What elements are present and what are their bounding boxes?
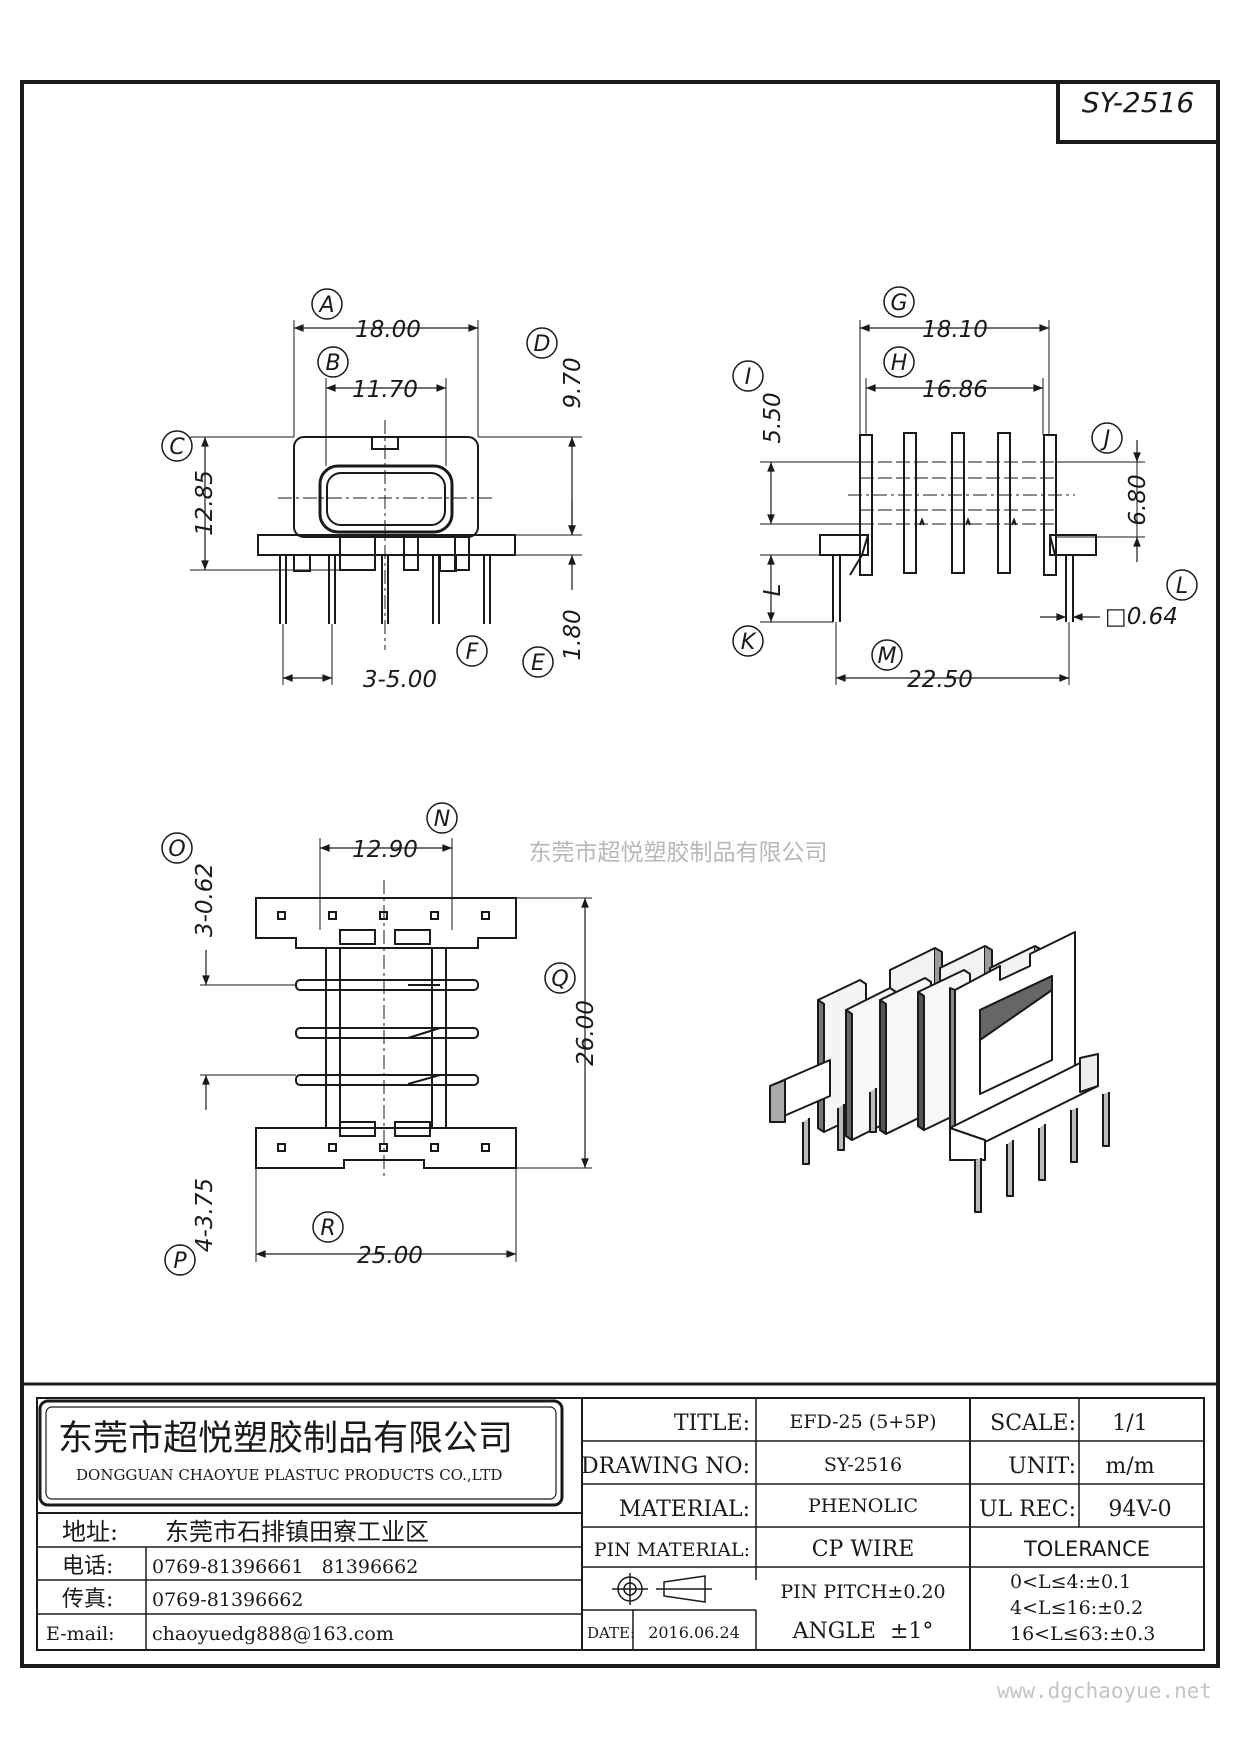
side-view-annotations: G 18.10 H 16.86 I 5.50 J 6.80 K L L □0.6… (732, 286, 1198, 693)
title-value: EFD-25 (5+5P) (790, 1411, 937, 1433)
tolerance-2: 4<L≤16:±0.2 (1010, 1597, 1143, 1619)
label-j: J (1100, 427, 1111, 452)
address-label: 地址: (62, 1518, 118, 1546)
dim-a: 18.00 (355, 317, 421, 343)
dim-d: 9.70 (560, 357, 586, 408)
material-label: MATERIAL: (619, 1497, 750, 1522)
label-l: L (1176, 574, 1188, 599)
dim-m: 22.50 (907, 667, 973, 693)
front-view-annotations: A 18.00 B 11.70 C 12.85 D 9.70 F 3-5.00 … (161, 288, 586, 693)
angle-tolerance: ANGLE ±1° (792, 1619, 934, 1644)
title-label: TITLE: (674, 1411, 750, 1436)
dim-g: 18.10 (922, 317, 988, 343)
watermark: 东莞市超悦塑胶制品有限公司 (529, 840, 828, 866)
phone-label: 电话: (62, 1554, 113, 1579)
ul-value: 94V-0 (1108, 1497, 1171, 1522)
pin-material-label: PIN MATERIAL: (594, 1539, 750, 1561)
dim-q: 26.00 (573, 1000, 599, 1066)
dim-e: 1.80 (560, 609, 586, 660)
scale-value: 1/1 (1112, 1411, 1147, 1436)
label-i: I (745, 365, 752, 390)
material-value: PHENOLIC (808, 1495, 918, 1517)
date-label: DATE: (587, 1624, 635, 1642)
dim-h: 16.86 (922, 377, 988, 403)
bottom-view (200, 838, 592, 1262)
projection-symbol-icon (612, 1573, 712, 1605)
scale-label: SCALE: (990, 1411, 1076, 1436)
label-r: R (320, 1216, 335, 1241)
dim-c: 12.85 (192, 470, 218, 536)
label-e: E (531, 651, 545, 676)
drawing-id-box (1056, 80, 1220, 144)
drawing-no-value: SY-2516 (824, 1454, 902, 1476)
address-value: 东莞市石排镇田寮工业区 (165, 1518, 429, 1546)
bottom-view-annotations: N 12.90 O 3-0.62 Q 26.00 P 4-3.75 R 25.0… (161, 802, 599, 1276)
tolerance-label: TOLERANCE (1023, 1537, 1150, 1561)
front-view (190, 320, 582, 685)
dim-f: 3-5.00 (363, 667, 437, 693)
label-m: M (878, 644, 897, 669)
label-d: D (534, 332, 551, 357)
label-c: C (169, 435, 185, 460)
dim-r: 25.00 (357, 1243, 423, 1269)
email-label: E-mail: (46, 1623, 115, 1645)
label-n: N (434, 807, 450, 832)
pin-pitch: PIN PITCH±0.20 (780, 1581, 945, 1603)
dim-p: 4-3.75 (192, 1178, 218, 1252)
phone-value: 0769-81396661 81396662 (152, 1556, 418, 1578)
fax-label: 传真: (62, 1587, 113, 1612)
dim-l: □0.64 (1105, 604, 1178, 630)
fax-value: 0769-81396662 (152, 1589, 303, 1611)
label-g: G (890, 291, 907, 316)
tolerance-1: 0<L≤4:±0.1 (1010, 1571, 1131, 1593)
isometric-view (769, 931, 1110, 1213)
dim-j: 6.80 (1125, 474, 1151, 525)
dim-i: 5.50 (760, 392, 786, 443)
drawing-id: SY-2516 (1082, 86, 1194, 119)
unit-value: m/m (1105, 1454, 1154, 1479)
date-value: 2016.06.24 (648, 1623, 740, 1642)
footer-url[interactable]: www.dgchaoyue.net (997, 1679, 1212, 1703)
label-o: O (168, 837, 185, 862)
label-p: P (173, 1249, 187, 1274)
company-name-en: DONGGUAN CHAOYUE PLASTUC PRODUCTS CO.,LT… (76, 1466, 502, 1484)
title-block (22, 1382, 1218, 1651)
pin-material-value: CP WIRE (812, 1537, 915, 1562)
company-name-cn: 东莞市超悦塑胶制品有限公司 (58, 1419, 513, 1459)
sheet-border (20, 80, 1220, 1668)
unit-label: UNIT: (1008, 1454, 1076, 1479)
label-f: F (466, 640, 479, 665)
dim-o: 3-0.62 (192, 863, 218, 937)
email-value: chaoyuedg888@163.com (152, 1623, 394, 1645)
dim-k: L (760, 584, 786, 597)
label-k: K (741, 630, 757, 655)
label-q: Q (551, 967, 568, 992)
title-block-text: 东莞市超悦塑胶制品有限公司 DONGGUAN CHAOYUE PLASTUC P… (46, 1411, 1172, 1645)
label-b: B (325, 351, 340, 376)
tolerance-3: 16<L≤63:±0.3 (1010, 1623, 1155, 1645)
label-a: A (317, 293, 334, 318)
ul-label: UL REC: (979, 1497, 1076, 1522)
side-view (760, 320, 1145, 685)
dim-n: 12.90 (352, 837, 418, 863)
drawing-no-label: DRAWING NO: (581, 1454, 750, 1479)
label-h: H (891, 351, 908, 376)
dim-b: 11.70 (352, 377, 418, 403)
